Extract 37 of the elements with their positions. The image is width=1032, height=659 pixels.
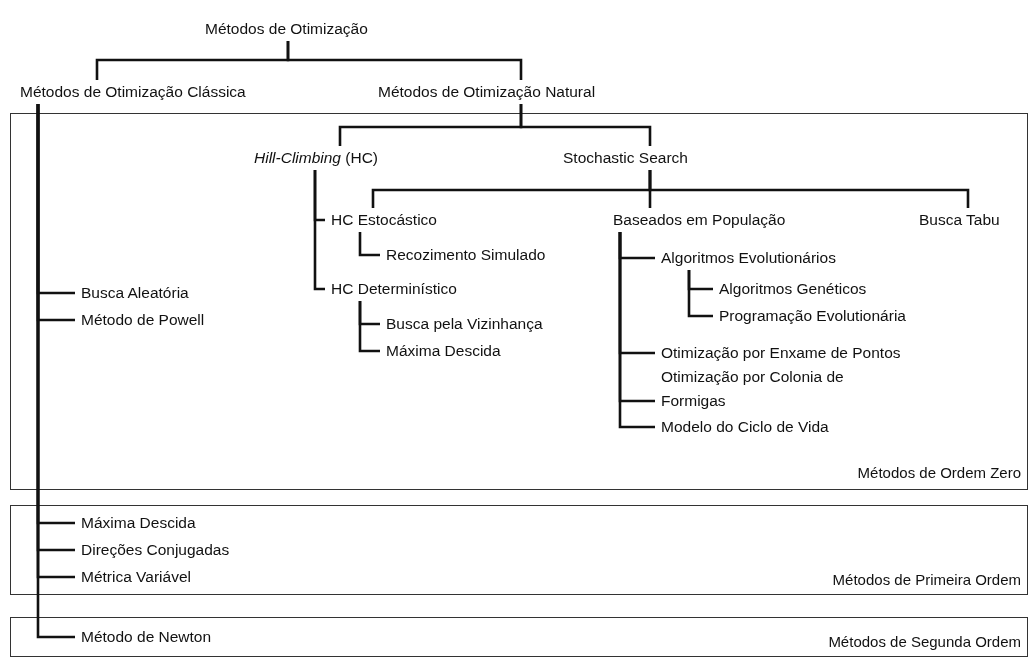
tree-label: Métrica Variável: [81, 565, 191, 589]
tree-label: Recozimento Simulado: [386, 243, 546, 267]
tree-label: Máxima Descida: [81, 511, 196, 535]
tree-label: Direções Conjugadas: [81, 538, 230, 562]
tree-connector: [358, 232, 380, 257]
tree-connector: [313, 170, 325, 291]
tree-label: Métodos de Otimização Clássica: [20, 80, 246, 104]
group-band: [10, 617, 1028, 657]
tree-label: Modelo do Ciclo de Vida: [661, 415, 829, 439]
tree-label: Máxima Descida: [386, 339, 501, 363]
tree-connector: [519, 104, 652, 146]
tree-label: Programação Evolutionária: [719, 304, 906, 328]
tree-label: Busca pela Vizinhança: [386, 312, 543, 336]
tree-label: Hill-Climbing (HC): [254, 146, 378, 170]
tree-label: Busca Aleatória: [81, 281, 189, 305]
group-band: [10, 505, 1028, 595]
band-title: Métodos de Primeira Ordem: [832, 571, 1021, 588]
tree-label: Baseados em População: [613, 208, 786, 232]
tree-connector: [286, 41, 523, 80]
group-band: [10, 113, 1028, 490]
tree-label: Método de Newton: [81, 625, 212, 649]
tree-label: Método de Powell: [81, 308, 205, 332]
tree-label: Otimização por Enxame de Pontos: [661, 341, 901, 365]
tree-label: Algoritmos Genéticos: [719, 277, 867, 301]
tree-label: Stochastic Search: [563, 146, 688, 170]
tree-connector: [358, 301, 380, 353]
tree-connector: [648, 170, 970, 208]
tree-label: Métodos de Otimização Natural: [378, 80, 596, 104]
tree-label: HC Estocástico: [331, 208, 437, 232]
tree-label: Busca Tabu: [919, 208, 1000, 232]
tree-label: HC Determinístico: [331, 277, 457, 301]
tree-connector: [687, 270, 713, 318]
band-title: Métodos de Segunda Ordem: [828, 633, 1021, 650]
tree-label: Métodos de Otimização: [205, 17, 368, 41]
band-title: Métodos de Ordem Zero: [857, 464, 1021, 481]
tree-label: Otimização por Colonia de Formigas: [661, 365, 911, 413]
tree-label: Algoritmos Evolutionários: [661, 246, 836, 270]
